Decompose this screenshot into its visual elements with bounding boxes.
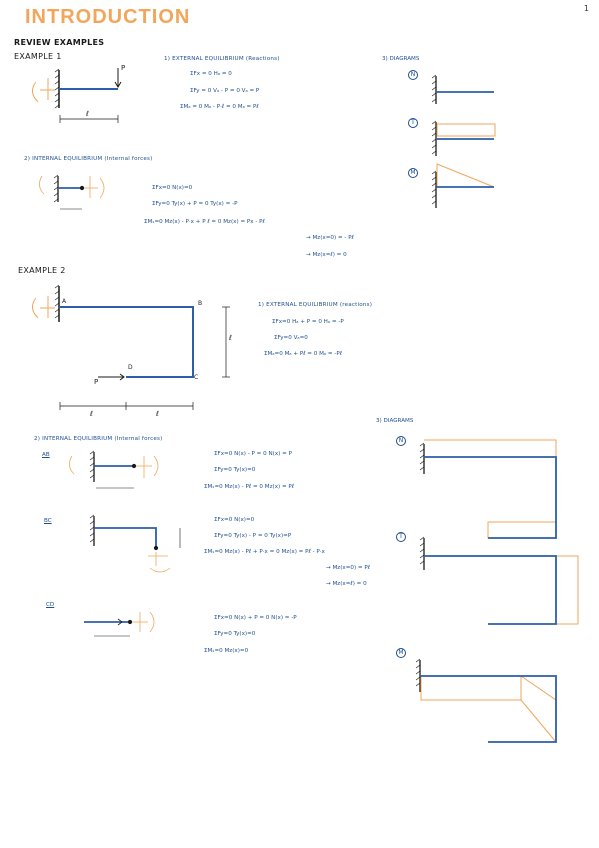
- ex1-reactions: [32, 78, 55, 103]
- ex2-sec1-eq1: ΣFx=0 Hₐ + P = 0 Hₐ = -P: [272, 319, 344, 325]
- ex2-diag-T-label: T: [396, 532, 406, 542]
- ex2-cd-forces: [132, 611, 155, 633]
- ex2-diagram-T: [419, 536, 579, 625]
- ex2-ab-eq3: ΣMₛ=0 Mz(x) - Pℓ = 0 Mz(x) = Pℓ: [204, 484, 295, 490]
- ex1-diagram-T: [431, 120, 496, 156]
- ex1-beam: [54, 68, 122, 123]
- ex2-cd-eq2: ΣFy=0 Ty(x)=0: [214, 631, 256, 637]
- page-number: 1: [583, 4, 589, 13]
- ex1-load-label: P: [121, 64, 126, 72]
- ex1-diagram-M: [431, 163, 495, 208]
- ex1-diag-T-label: T: [408, 118, 418, 128]
- ex1-diagram-N: [431, 74, 494, 104]
- ex1-sec1-eq2: ΣFy = 0 Vₐ - P = 0 Vₐ = P: [190, 88, 260, 94]
- ex2-section-ab: [89, 450, 137, 489]
- ex1-internal-forces: [39, 175, 105, 199]
- ex1-sec1-eq3: ΣMₐ = 0 Mₐ - P·ℓ = 0 Mₐ = Pℓ: [180, 104, 259, 110]
- ex2-ab-forces: [69, 455, 159, 478]
- ex2-point-C: C: [194, 374, 199, 381]
- ex2-sec2-title: 2) INTERNAL EQUILIBRIUM (Internal forces…: [34, 436, 163, 442]
- ex2-diag-N-label: N: [396, 436, 406, 446]
- ex2-bc-forces: [148, 552, 171, 573]
- ex2-length-right: ℓ: [156, 410, 159, 418]
- ex2-diagram-N: [419, 439, 557, 539]
- ex2-ab-eq2: ΣFy=0 Ty(x)=0: [214, 467, 256, 473]
- ex2-bc-label: BC: [44, 518, 52, 524]
- ex2-point-B: B: [198, 300, 203, 307]
- ex2-cd-eq3: ΣMₛ=0 Mz(x)=0: [204, 648, 249, 654]
- ex2-ab-eq1: ΣFx=0 N(x) - P = 0 N(x) = P: [214, 451, 292, 457]
- ex2-bc-result2: → Mz(x=ℓ) = 0: [326, 581, 367, 587]
- example1-label: EXAMPLE 1: [14, 52, 62, 61]
- ex1-sec1-title: 1) EXTERNAL EQUILIBRIUM (Reactions): [164, 56, 280, 62]
- page-title: INTRODUCTION: [25, 6, 191, 28]
- ex2-frame: [54, 284, 230, 410]
- ex1-sec2-result1: → Mz(x=0) = - Pℓ: [306, 235, 354, 241]
- ex1-diag-M-label: M: [408, 168, 418, 178]
- ex2-diagrams-title: 3) DIAGRAMS: [376, 418, 414, 424]
- ex2-diagram-M: [415, 658, 557, 743]
- ex2-reactions: [32, 296, 55, 319]
- ex1-diag-N-label: N: [408, 70, 418, 80]
- ex1-length-label: ℓ: [86, 110, 89, 118]
- ex2-bc-eq2: ΣFy=0 Ty(x) - P = 0 Ty(x)=P: [214, 533, 292, 539]
- ex2-sec1-title: 1) EXTERNAL EQUILIBRIUM (reactions): [258, 302, 373, 308]
- ex1-sec2-eq3: ΣMₛ=0 Mz(x) - P·x + P ℓ = 0 Mz(x) = Px -…: [144, 219, 265, 225]
- ex2-section-bc: [89, 514, 181, 551]
- ex2-sec1-eq2: ΣFy=0 Vₐ=0: [274, 335, 308, 341]
- ex2-point-A: A: [62, 298, 67, 305]
- review-heading: REVIEW EXAMPLES: [14, 38, 105, 47]
- ex2-ab-label: AB: [42, 452, 50, 458]
- ex2-length-left: ℓ: [90, 410, 93, 418]
- ex2-point-D: D: [128, 364, 133, 371]
- ex1-sec2-eq2: ΣFy=0 Ty(x) + P = 0 Ty(x) = -P: [152, 201, 238, 207]
- ex2-bc-result1: → Mz(x=0) = Pℓ: [326, 565, 371, 571]
- ex1-sec1-eq1: ΣFx = 0 Hₐ = 0: [190, 71, 232, 77]
- ex2-length-vertical: ℓ: [229, 334, 232, 342]
- ex2-cd-label: CD: [46, 602, 55, 608]
- ex2-section-cd: [84, 618, 133, 637]
- ex2-cd-eq1: ΣFx=0 N(x) + P = 0 N(x) = -P: [214, 615, 297, 621]
- ex1-sec2-title: 2) INTERNAL EQUILIBRIUM (Internal forces…: [24, 156, 153, 162]
- ex2-load-label: P: [94, 378, 99, 386]
- ex1-sec2-result2: → Mz(x=ℓ) = 0: [306, 252, 347, 258]
- ex2-sec1-eq3: ΣMₐ=0 Mₐ + Pℓ = 0 Mₐ = -Pℓ: [264, 351, 343, 357]
- ex2-bc-eq3: ΣMₛ=0 Mz(x) - Pℓ + P·x = 0 Mz(x) = Pℓ - …: [204, 549, 325, 555]
- ex1-freebody: [53, 174, 85, 210]
- ex1-diagrams-title: 3) DIAGRAMS: [382, 56, 420, 62]
- example2-label: EXAMPLE 2: [18, 266, 66, 275]
- ex2-bc-eq1: ΣFx=0 N(x)=0: [214, 517, 255, 523]
- ex2-diag-M-label: M: [396, 648, 406, 658]
- ex1-sec2-eq1: ΣFx=0 N(x)=0: [152, 185, 193, 191]
